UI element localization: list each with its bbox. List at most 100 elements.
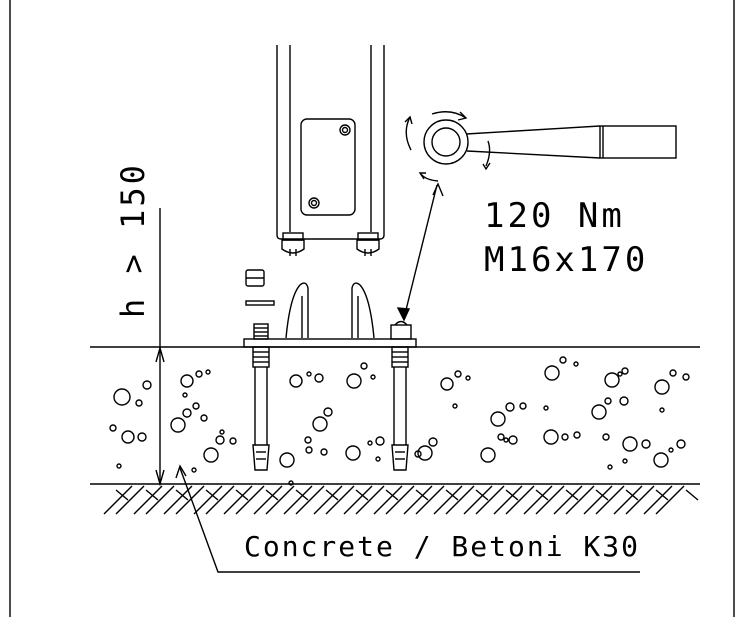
aggregate-circle: [503, 437, 509, 443]
aggregate-circle: [602, 433, 610, 441]
hatch-line: [205, 489, 219, 501]
aggregate-circle: [508, 435, 518, 445]
aggregate-circle: [454, 370, 462, 378]
hatch-line: [595, 485, 625, 515]
post: [276, 45, 385, 240]
aggregate-circle: [215, 435, 225, 445]
aggregate-circle: [561, 433, 569, 441]
hatch-line: [475, 485, 505, 515]
aggregate-circle: [191, 467, 197, 473]
post-bolts: [281, 232, 380, 256]
aggregate-circle: [360, 362, 368, 370]
aggregate-circle: [305, 446, 313, 454]
hatch-line: [475, 489, 489, 501]
hatch-line: [625, 485, 655, 515]
hatch-line: [685, 489, 699, 501]
bolt-size-label: M16x170: [484, 240, 649, 280]
hatch-line: [133, 485, 163, 515]
aggregate-circle: [323, 407, 333, 417]
aggregate-circle: [591, 404, 607, 420]
hatch-line: [583, 485, 613, 515]
hatch-line: [355, 489, 369, 501]
hatch-line: [325, 489, 339, 501]
hatch-line: [535, 489, 549, 501]
soil-hatching: [103, 485, 699, 515]
concrete-label: Concrete / Betoni K30: [244, 530, 641, 563]
aggregate-circle: [452, 403, 458, 409]
aggregate-circle: [428, 437, 438, 447]
hatch-line: [235, 485, 265, 515]
aggregate-circle: [304, 436, 312, 444]
hatch-line: [175, 489, 189, 501]
anchor-right: [390, 320, 412, 471]
rotation-arrows: [404, 111, 491, 182]
aggregate-circle: [116, 463, 122, 469]
hatch-line: [385, 489, 399, 501]
aggregate-circle: [180, 374, 194, 388]
concrete-leader: [175, 464, 640, 573]
hatch-line: [115, 485, 145, 515]
depth-dimension: [155, 208, 165, 487]
hatch-line: [313, 485, 343, 515]
aggregate-circle: [659, 407, 665, 413]
aggregate-circle: [375, 456, 381, 462]
aggregate-circle: [346, 373, 362, 389]
aggregate-circle: [113, 388, 131, 406]
hatch-line: [355, 485, 385, 515]
hatch-line: [613, 485, 643, 515]
hatch-line: [505, 489, 519, 501]
torque-wrench: [423, 119, 677, 165]
hatch-line: [265, 489, 279, 501]
aggregate-circle: [121, 430, 135, 444]
aggregate-circle: [306, 371, 312, 377]
aggregate-circle: [279, 452, 295, 468]
aggregate-circle: [604, 397, 612, 405]
hatch-line: [385, 485, 415, 515]
hatch-line: [145, 489, 159, 501]
hatch-line: [175, 485, 205, 515]
aggregate-circle: [417, 445, 433, 461]
aggregate-circle: [182, 408, 192, 418]
aggregate-circle: [142, 380, 152, 390]
hatch-line: [415, 489, 429, 501]
aggregate-circle: [604, 372, 620, 388]
aggregate-circle: [622, 458, 628, 464]
aggregate-circle: [617, 371, 623, 377]
aggregate-circle: [465, 375, 471, 381]
aggregate-circle: [320, 448, 328, 456]
hatch-line: [445, 485, 475, 515]
aggregate-circle: [676, 439, 686, 449]
hatch-line: [253, 485, 283, 515]
hatch-line: [625, 489, 639, 501]
aggregate-circle: [573, 431, 581, 439]
hatch-line: [523, 485, 553, 515]
aggregate-circle: [375, 436, 385, 446]
aggregate-circle: [203, 447, 219, 463]
hatch-line: [103, 485, 133, 515]
aggregate-circle: [288, 480, 294, 486]
loose-nut-and-washer: [245, 269, 275, 306]
base-plate: [243, 338, 417, 348]
aggregate-circle: [345, 445, 361, 461]
concrete-aggregate: [109, 356, 690, 486]
aggregate-circle: [182, 392, 188, 398]
hatch-line: [433, 485, 463, 515]
aggregate-circle: [653, 452, 669, 468]
aggregate-circle: [544, 365, 560, 381]
torque-label: 120 Nm: [484, 196, 625, 236]
aggregate-circle: [621, 367, 629, 375]
hatch-line: [643, 485, 673, 515]
aggregate-circle: [607, 464, 613, 470]
hatch-line: [205, 485, 235, 515]
aggregate-circle: [543, 429, 559, 445]
hatch-line: [655, 485, 685, 515]
hatch-line: [295, 485, 325, 515]
aggregate-circle: [170, 417, 186, 433]
aggregate-circle: [367, 440, 373, 446]
wrench-leader-arrow: [396, 182, 444, 322]
aggregate-circle: [682, 373, 690, 381]
aggregate-circle: [312, 416, 328, 432]
aggregate-circle: [641, 439, 651, 449]
hatch-line: [325, 485, 355, 515]
